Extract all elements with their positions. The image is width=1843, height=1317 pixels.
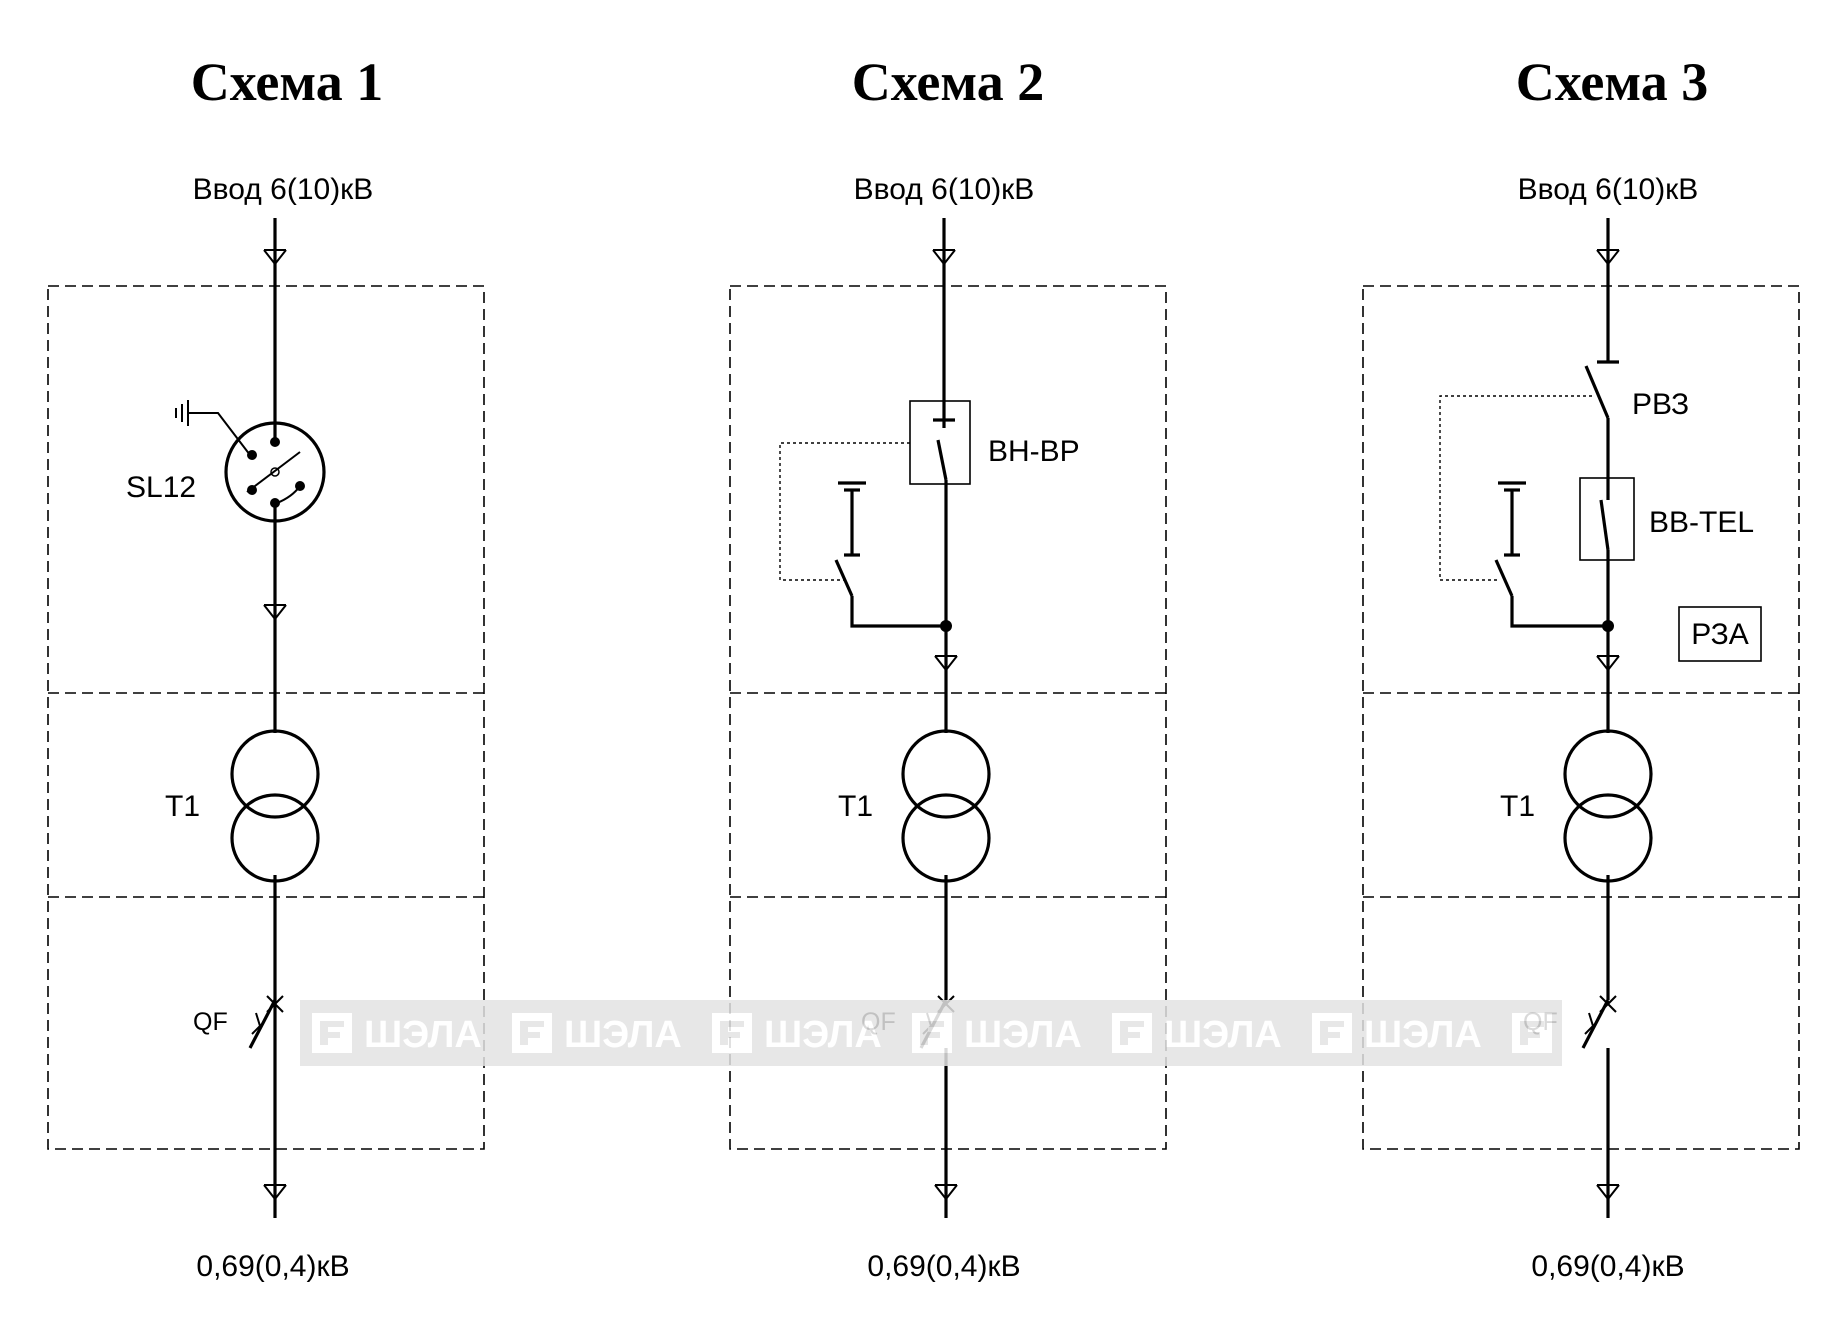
- output-voltage-label: 0,69(0,4)кВ: [867, 1250, 1020, 1283]
- transformer-icon: [1563, 729, 1653, 883]
- cabinet-outline: [729, 285, 1167, 1150]
- scheme-2: Схема 2 Ввод 6(10)кВ ВН-ВР: [729, 52, 1167, 1283]
- switch-label: SL12: [126, 471, 196, 504]
- disconnector-icon: [1584, 360, 1619, 419]
- watermark-logo-icon: [312, 1013, 352, 1053]
- watermark-text: ШЭЛА: [1164, 1014, 1282, 1056]
- breaker-label: QF: [193, 1008, 228, 1036]
- watermark-band: ШЭЛА ШЭЛА ШЭЛА ШЭЛА ШЭЛА ШЭЛА: [300, 1000, 1562, 1066]
- switch-label: BB-TEL: [1649, 506, 1754, 539]
- watermark-text: ШЭЛА: [564, 1014, 682, 1056]
- cabinet-outline: [1362, 285, 1800, 1150]
- watermark-logo-icon: [712, 1013, 752, 1053]
- transformer-icon: [230, 729, 320, 883]
- switch-label: ВН-ВР: [988, 435, 1080, 468]
- earthing-switch-icon: [1439, 395, 1614, 632]
- protection-relay-box: РЗА: [1678, 606, 1762, 662]
- transformer-label: T1: [838, 790, 873, 823]
- output-voltage-label: 0,69(0,4)кВ: [196, 1250, 349, 1283]
- input-voltage-label: Ввод 6(10)кВ: [1518, 173, 1699, 206]
- watermark-logo-icon: [512, 1013, 552, 1053]
- watermark-text: ШЭЛА: [1364, 1014, 1482, 1056]
- transformer-label: T1: [165, 790, 200, 823]
- scheme-title: Схема 2: [852, 52, 1045, 112]
- disconnector-label: РВЗ: [1632, 388, 1689, 421]
- watermark-text: ШЭЛА: [964, 1014, 1082, 1056]
- cabinet-outline: [47, 285, 485, 1150]
- watermark-logo-icon: [1512, 1013, 1552, 1053]
- watermark-logo-icon: [912, 1013, 952, 1053]
- scheme-title: Схема 1: [191, 52, 384, 112]
- input-voltage-label: Ввод 6(10)кВ: [193, 173, 374, 206]
- scheme-title: Схема 3: [1516, 52, 1709, 112]
- load-switch-fuse-icon: [909, 400, 971, 485]
- output-voltage-label: 0,69(0,4)кВ: [1531, 1250, 1684, 1283]
- earthing-switch-icon: [779, 442, 952, 632]
- watermark-text: ШЭЛА: [364, 1014, 482, 1056]
- load-switch-sl12-icon: [175, 400, 326, 523]
- watermark-text: ШЭЛА: [764, 1014, 882, 1056]
- scheme-3: Схема 3 Ввод 6(10)кВ РВЗ BB-TEL: [1362, 52, 1800, 1283]
- transformer-icon: [901, 729, 991, 883]
- watermark-logo-icon: [1112, 1013, 1152, 1053]
- circuit-breaker-icon: [1581, 995, 1617, 1049]
- protection-label: РЗА: [1691, 618, 1748, 651]
- busbar: [942, 218, 948, 1218]
- scheme-1: Схема 1 Ввод 6(10)кВ: [47, 52, 485, 1283]
- input-voltage-label: Ввод 6(10)кВ: [854, 173, 1035, 206]
- transformer-label: T1: [1500, 790, 1535, 823]
- vacuum-breaker-icon: [1579, 477, 1635, 561]
- watermark-logo-icon: [1312, 1013, 1352, 1053]
- circuit-breaker-icon: [248, 995, 284, 1049]
